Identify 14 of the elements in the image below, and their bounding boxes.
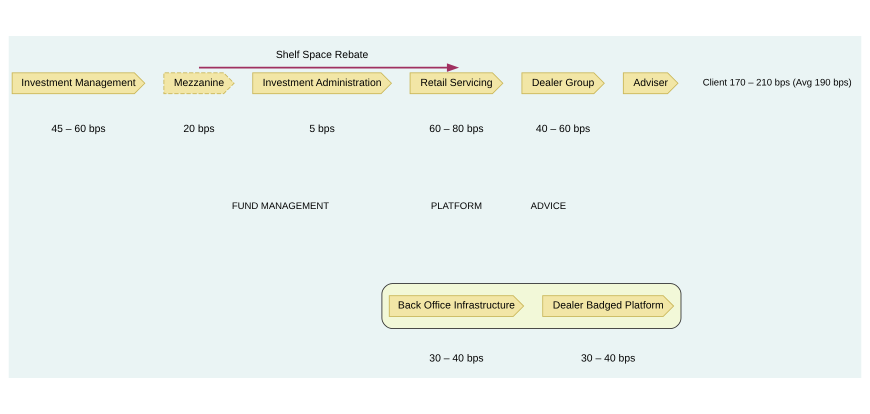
node-label: 20 bps — [183, 124, 215, 135]
node-label: 5 bps — [309, 124, 335, 135]
node-label: 30 – 40 bps — [581, 354, 636, 365]
cluster — [381, 283, 682, 330]
label: FUND MANAGEMENT — [232, 200, 330, 212]
label: Client 170 – 210 bps (Avg 190 bps) — [702, 78, 852, 89]
label: PLATFORM — [430, 200, 482, 212]
node-label: 40 – 60 bps — [536, 124, 590, 135]
label: ADVICE — [530, 200, 566, 212]
edge-label: Shelf Space Rebate — [276, 50, 368, 61]
node-label: 45 – 60 bps — [51, 124, 106, 135]
node-label: 60 – 80 bps — [429, 124, 484, 135]
node-label: 30 – 40 bps — [429, 354, 484, 365]
arrow — [198, 63, 460, 72]
